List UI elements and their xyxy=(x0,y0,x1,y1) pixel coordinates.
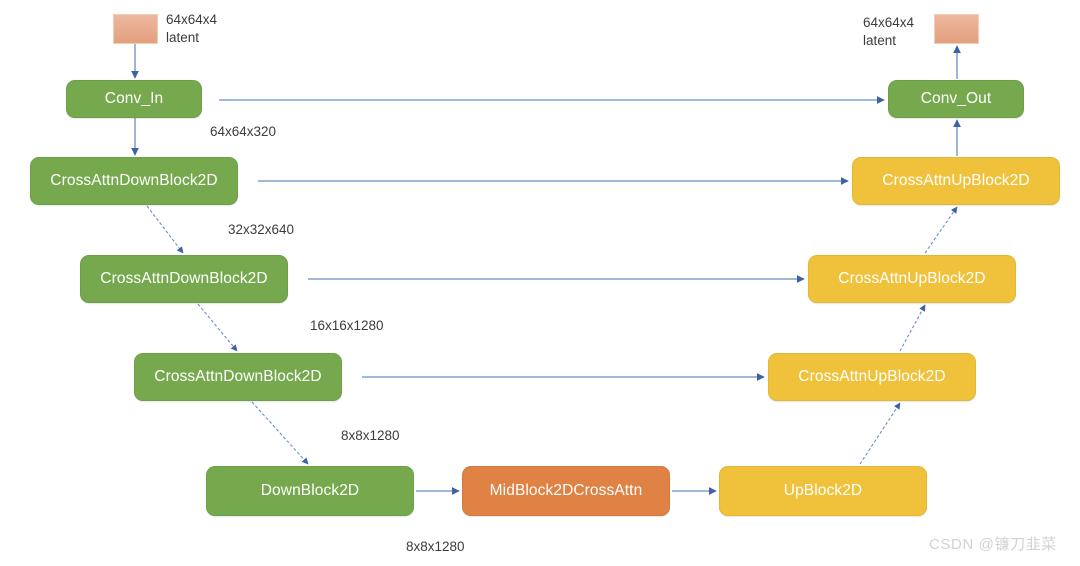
block-up2[interactable]: CrossAttnUpBlock2D xyxy=(768,353,976,401)
csdn-watermark: CSDN @镰刀韭菜 xyxy=(929,536,1057,553)
block-label: CrossAttnUpBlock2D xyxy=(838,270,986,288)
dim-label-dim-32-640: 32x32x640 xyxy=(228,222,295,237)
edge-up1-to-up2 xyxy=(859,402,901,465)
block-label: UpBlock2D xyxy=(783,482,863,500)
block-down4[interactable]: DownBlock2D xyxy=(206,466,414,516)
block-conv-in[interactable]: Conv_In xyxy=(66,80,202,118)
block-label: DownBlock2D xyxy=(260,482,360,500)
block-label: CrossAttnDownBlock2D xyxy=(50,172,218,190)
dim-label-dim-64-320: 64x64x320 xyxy=(210,124,277,139)
block-label: Conv_In xyxy=(104,90,164,108)
block-label: MidBlock2DCrossAttn xyxy=(489,482,643,500)
block-label: CrossAttnUpBlock2D xyxy=(798,368,946,386)
block-up3[interactable]: CrossAttnUpBlock2D xyxy=(808,255,1016,303)
dim-label-dim-8-1280-top: 8x8x1280 xyxy=(341,428,400,443)
block-label: Conv_Out xyxy=(920,90,992,108)
edge-down1-to-down2 xyxy=(146,205,184,254)
block-label: CrossAttnUpBlock2D xyxy=(882,172,1030,190)
edge-down3-to-down4 xyxy=(251,401,309,465)
dim-label-dim-16-1280: 16x16x1280 xyxy=(310,318,384,333)
block-up4[interactable]: CrossAttnUpBlock2D xyxy=(852,157,1060,205)
dim-label-latent-out-label: 64x64x4 latent xyxy=(863,15,915,49)
latent-tensor-in xyxy=(113,14,158,44)
edge-up3-to-up4 xyxy=(924,206,958,254)
dim-label-latent-in-label: 64x64x4 latent xyxy=(166,12,218,46)
block-mid[interactable]: MidBlock2DCrossAttn xyxy=(462,466,670,516)
block-label: CrossAttnDownBlock2D xyxy=(100,270,268,288)
block-label: CrossAttnDownBlock2D xyxy=(154,368,322,386)
edge-up2-to-up3 xyxy=(899,304,926,352)
latent-tensor-out xyxy=(934,14,979,44)
edge-down2-to-down3 xyxy=(197,303,238,352)
block-down3[interactable]: CrossAttnDownBlock2D xyxy=(134,353,342,401)
block-up1[interactable]: UpBlock2D xyxy=(719,466,927,516)
block-conv-out[interactable]: Conv_Out xyxy=(888,80,1024,118)
dim-label-dim-8-1280-bot: 8x8x1280 xyxy=(406,539,465,554)
block-down2[interactable]: CrossAttnDownBlock2D xyxy=(80,255,288,303)
block-down1[interactable]: CrossAttnDownBlock2D xyxy=(30,157,238,205)
